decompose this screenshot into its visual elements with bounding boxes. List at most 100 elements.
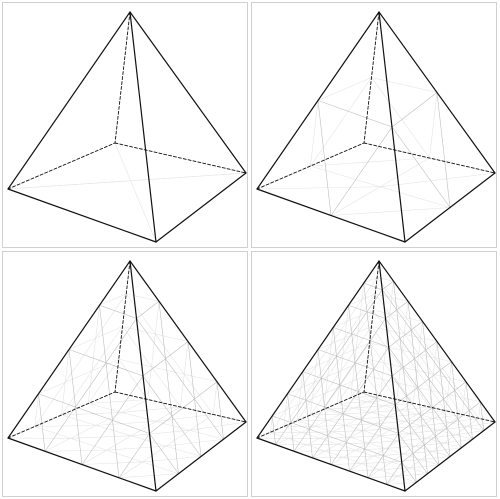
base-mesh-line: [379, 467, 410, 471]
base-mesh-line: [106, 445, 167, 451]
base-diagonal-line: [114, 142, 157, 243]
back-face-mesh-line: [296, 309, 374, 422]
base-mesh-line: [96, 421, 157, 426]
base-mesh-line: [450, 417, 479, 423]
hidden-edge-apex-back: [114, 11, 131, 144]
front-face-mesh-line: [136, 300, 160, 319]
back-face-mesh-line: [373, 309, 423, 322]
base-mesh-line: [130, 430, 190, 437]
back-face-mesh-line: [376, 277, 394, 282]
base-mesh-line: [345, 423, 376, 426]
front-face-mesh-line: [388, 321, 423, 348]
hidden-edge-apex-back: [363, 11, 380, 144]
base-mesh-line: [403, 451, 433, 455]
back-face-mesh-line: [118, 358, 149, 400]
base-mesh-line: [455, 430, 485, 436]
pyramid-panel-level-1: [2, 2, 248, 248]
back-face-mesh-line: [212, 381, 218, 415]
base-diagonal-line: [7, 172, 247, 190]
visible-edge-base-front-right: [404, 172, 496, 243]
front-face-mesh-line: [363, 282, 383, 291]
back-face-mesh-line: [323, 342, 370, 410]
back-face-mesh-line: [125, 293, 214, 415]
front-face-mesh-line: [317, 100, 393, 128]
back-face-mesh-line: [429, 92, 438, 159]
hidden-edge-apex-back: [363, 260, 380, 393]
hidden-edge-base-left: [256, 142, 365, 190]
base-mesh-line: [330, 207, 451, 216]
visible-edge-base-front-right: [155, 421, 247, 492]
back-face-mesh-line: [147, 300, 160, 400]
back-face-mesh-line: [34, 293, 127, 427]
back-face-mesh-line: [445, 361, 452, 412]
visible-edge-base-front-left: [256, 437, 406, 492]
front-face-mesh-line: [38, 393, 150, 434]
base-mesh-line: [306, 443, 338, 446]
front-face-mesh-line: [381, 289, 485, 431]
visible-edge-apex-right: [378, 11, 496, 174]
back-face-mesh-line: [38, 358, 120, 395]
front-face-mesh-line: [275, 289, 383, 445]
visible-edge-apex-front: [378, 260, 406, 492]
base-mesh-line: [323, 407, 355, 410]
base-mesh-line: [340, 412, 372, 415]
front-face-mesh-line: [99, 304, 120, 479]
visible-edge-apex-right: [378, 260, 496, 423]
front-face-mesh-line: [317, 100, 332, 216]
front-face-mesh-line: [38, 393, 46, 452]
visible-edge-apex-right: [129, 11, 247, 174]
front-face-mesh-line: [393, 280, 417, 483]
visible-edge-apex-left: [7, 260, 131, 439]
hidden-edge-apex-back: [114, 260, 131, 393]
back-face-mesh-line: [350, 282, 365, 399]
back-face-mesh-line: [270, 277, 378, 433]
base-mesh-line: [387, 413, 418, 418]
base-mesh-line: [362, 428, 393, 431]
front-face-mesh-line: [363, 282, 387, 485]
back-face-mesh-line: [350, 375, 367, 399]
base-mesh-line: [367, 440, 398, 444]
visible-edge-base-front-right: [404, 421, 496, 492]
visible-edge-apex-front: [129, 11, 157, 243]
hidden-edge-base-left: [7, 391, 116, 439]
base-mesh-line: [404, 418, 435, 422]
front-face-mesh-line: [118, 433, 150, 479]
base-mesh-line: [336, 401, 368, 404]
base-mesh-line: [409, 464, 440, 469]
base-mesh-line: [319, 437, 351, 439]
base-mesh-line: [443, 438, 473, 444]
base-mesh-line: [310, 413, 342, 416]
base-mesh-line: [383, 402, 414, 407]
back-face-mesh-line: [99, 293, 127, 306]
back-face-mesh-line: [271, 375, 367, 417]
front-face-mesh-line: [349, 404, 396, 472]
base-mesh-line: [367, 475, 399, 479]
visible-edge-apex-left: [7, 11, 131, 190]
back-face-mesh-line: [371, 77, 430, 159]
front-face-mesh-line: [99, 304, 137, 319]
base-mesh-line: [310, 157, 430, 167]
back-face-mesh-line: [296, 371, 304, 422]
front-face-mesh-line: [407, 300, 428, 475]
base-mesh-line: [373, 453, 404, 457]
front-face-mesh-line: [312, 346, 390, 459]
base-mesh-line: [142, 456, 202, 463]
front-face-mesh-line: [388, 346, 462, 449]
base-mesh-line: [349, 469, 381, 472]
visible-edge-apex-front: [378, 11, 406, 243]
back-face-mesh-line: [310, 77, 372, 167]
hidden-edge-base-left: [256, 391, 365, 439]
base-mesh-line: [296, 419, 329, 422]
front-face-mesh-line: [394, 404, 440, 466]
visible-edge-apex-left: [256, 260, 380, 439]
base-mesh-line: [314, 425, 346, 427]
front-face-mesh-line: [391, 92, 438, 128]
back-face-mesh-line: [363, 277, 378, 284]
base-mesh-line: [353, 405, 385, 409]
base-mesh-line: [391, 459, 422, 463]
base-mesh-line: [416, 410, 447, 415]
pyramid-drawing-2: [256, 11, 496, 243]
back-face-mesh-line: [87, 358, 120, 404]
base-mesh-line: [87, 399, 149, 404]
